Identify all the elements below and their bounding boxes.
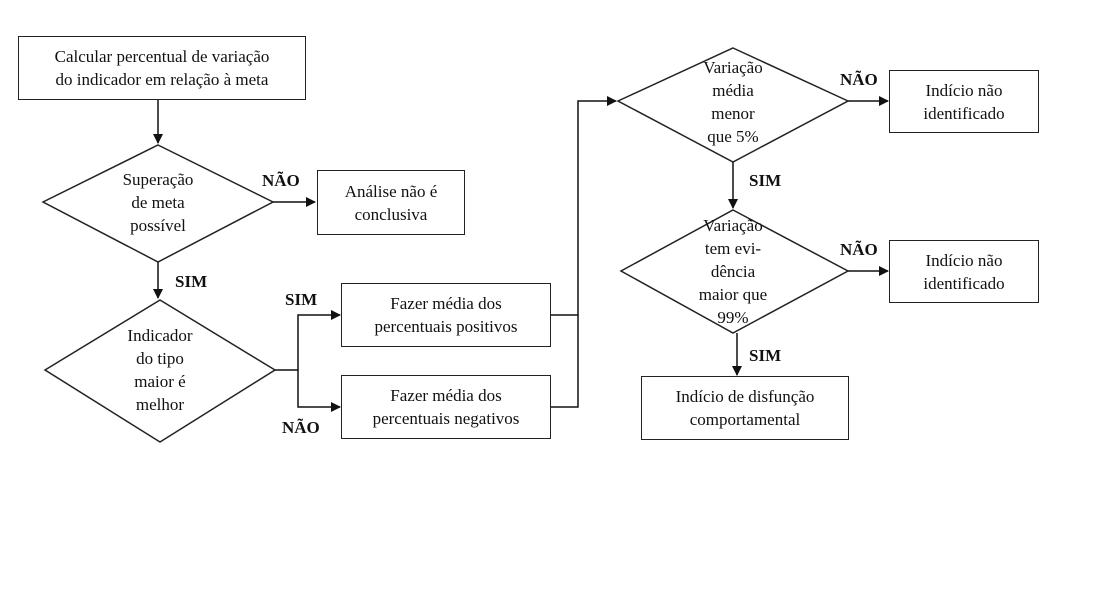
branch-label-sim-evidencia: SIM bbox=[749, 346, 782, 365]
branch-label-nao-superacao: NÃO bbox=[262, 171, 300, 190]
result-box-indicio-nao-identificado-1: Indício não identificado bbox=[889, 70, 1039, 133]
decision-text-variacao-evidencia: Variação tem evi- dência maior que 99% bbox=[698, 215, 768, 327]
branch-label-nao-indicador: NÃO bbox=[282, 418, 320, 437]
process-box-media-negativos: Fazer média dos percentuais negativos bbox=[341, 375, 551, 439]
branch-label-sim-superacao: SIM bbox=[175, 272, 208, 291]
connector-media-pos-to-variacao bbox=[550, 96, 617, 316]
decision-text-superacao: Superação de meta possível bbox=[122, 169, 194, 235]
decision-diamond-indicador bbox=[43, 299, 277, 443]
decision-diamond-variacao-evidencia bbox=[619, 209, 850, 334]
process-box-media-positivos: Fazer média dos percentuais positivos bbox=[341, 283, 551, 347]
branch-label-nao-evidencia: NÃO bbox=[840, 240, 878, 259]
process-box-calcular: Calcular percentual de variação do indic… bbox=[18, 36, 306, 100]
branch-label-sim-variacao: SIM bbox=[749, 171, 782, 190]
connector-media-neg-to-variacao bbox=[550, 315, 579, 408]
result-box-disfuncao-comportamental: Indício de disfunção comportamental bbox=[641, 376, 849, 440]
connector-indicador-to-media-neg bbox=[297, 370, 341, 412]
result-box-indicio-nao-identificado-2: Indício não identificado bbox=[889, 240, 1039, 303]
decision-text-variacao-media: Variação média menor que 5% bbox=[703, 58, 763, 146]
branch-label-sim-indicador: SIM bbox=[285, 290, 318, 309]
branch-label-nao-variacao: NÃO bbox=[840, 70, 878, 89]
decision-text-indicador: Indicador do tipo maior é melhor bbox=[127, 326, 193, 414]
result-box-analise-nao-conclusiva: Análise não é conclusiva bbox=[317, 170, 465, 235]
connector-indicador-to-media-pos bbox=[275, 310, 341, 371]
